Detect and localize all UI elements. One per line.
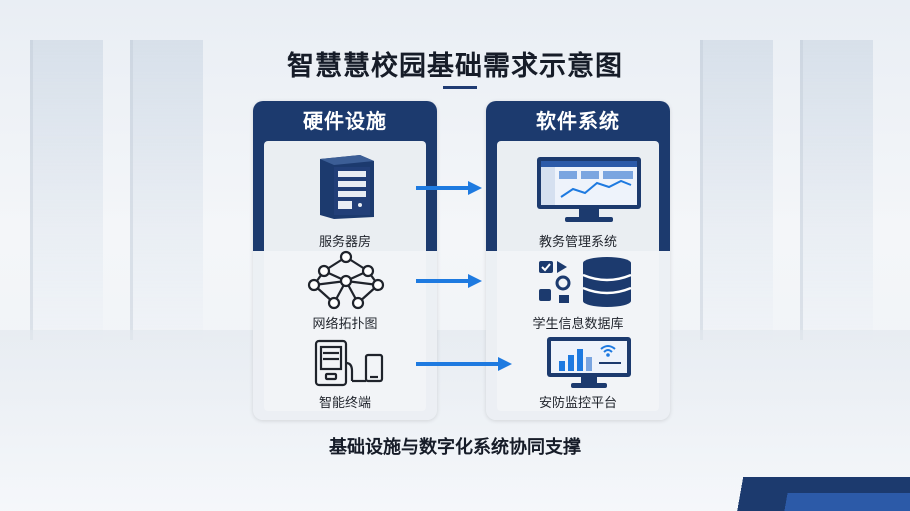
server-rack-icon — [320, 155, 374, 219]
arrow-right-icon — [416, 357, 512, 371]
software-heading: 软件系统 — [536, 109, 620, 133]
monitor-dashboard-icon — [537, 157, 641, 222]
item-label: 安防监控平台 — [538, 396, 617, 411]
smart-terminal-icon — [314, 339, 384, 387]
arrow-right-icon — [416, 181, 482, 195]
window-pane — [130, 40, 203, 340]
software-panel: 软件系统 教务管理系统 — [486, 101, 670, 420]
item-label: 智能终端 — [318, 396, 371, 411]
window-pane — [30, 40, 103, 340]
item-label: 学生信息数据库 — [532, 317, 624, 332]
window-pane — [700, 40, 773, 340]
title-underline — [443, 86, 477, 89]
hardware-items: 服务器房 网络拓扑图 — [264, 141, 426, 411]
software-items: 教务管理系统 学生信息数据库 — [497, 141, 659, 411]
item-label: 教务管理系统 — [538, 235, 617, 250]
hardware-heading: 硬件设施 — [303, 109, 387, 133]
network-topology-icon — [307, 250, 385, 310]
item-label: 网络拓扑图 — [312, 317, 378, 332]
corner-accent — [760, 493, 910, 511]
footer-caption: 基础设施与数字化系统协同支撑 — [329, 437, 581, 458]
item-label: 服务器房 — [318, 235, 371, 250]
monitor-chart-icon — [547, 337, 631, 388]
hardware-panel: 硬件设施 服务器房 — [253, 101, 437, 420]
arrow-right-icon — [416, 274, 482, 288]
window-pane — [800, 40, 873, 340]
database-icon — [539, 257, 632, 307]
page-title: 智慧慧校园基础需求示意图 — [287, 51, 623, 82]
